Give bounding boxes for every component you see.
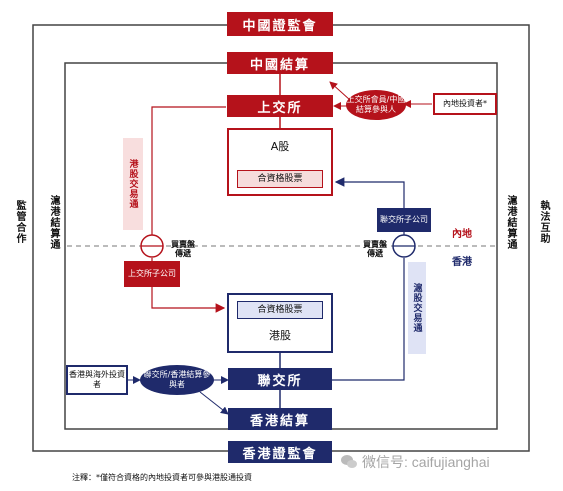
footnote: 注釋：*僅符合資格的內地投資者可參與港股通投資 — [72, 473, 252, 482]
mainland-investor-label: 內地投資者* — [443, 99, 487, 109]
hkex-member-label: 聯交所/香港結算參與者 — [143, 370, 211, 389]
csrc-label: 中國證監會 — [242, 18, 318, 34]
regulatory-cooperation-label: 監管合作 — [14, 200, 25, 244]
mainland-region-label: 內地 — [452, 229, 472, 241]
sse-subsidiary-box: 上交所子公司 — [124, 261, 180, 287]
hkscc-box: 香港結算 — [228, 408, 332, 430]
order-routing-left: 買賣盤傳遞 — [171, 239, 195, 258]
order-routing-right: 買賣盤傳遞 — [363, 239, 387, 258]
hk-investor-box: 香港與海外投資者 — [66, 365, 128, 395]
sse-member-oval: 上交所會員/中國結算參與人 — [346, 90, 406, 120]
watermark: 微信号: caifujianghai — [340, 452, 550, 472]
sfc-box: 香港證監會 — [228, 441, 332, 463]
southbound-label-box: 港股交易通 — [123, 138, 143, 230]
a-share-box: A股 合資格股票 — [227, 128, 333, 196]
sfc-label: 香港證監會 — [242, 446, 318, 462]
a-share-title: A股 — [270, 139, 290, 153]
sse-label: 上交所 — [257, 100, 303, 116]
hk-investor-label: 香港與海外投資者 — [69, 370, 125, 389]
chinaclear-box: 中國結算 — [227, 52, 333, 74]
enforcement-cooperation-label: 執法互助 — [538, 200, 549, 244]
watermark-text: 微信号: caifujianghai — [362, 454, 490, 470]
hongkong-region-label: 香港 — [452, 257, 472, 269]
hkex-label: 聯交所 — [257, 373, 303, 389]
northbound-label: 滬股交易通 — [411, 283, 422, 333]
wechat-icon — [341, 455, 357, 468]
northbound-label-box: 滬股交易通 — [408, 262, 426, 354]
hk-share-title: 港股 — [269, 328, 291, 342]
csrc-box: 中國證監會 — [227, 12, 333, 36]
hkex-member-oval: 聯交所/香港結算參與者 — [140, 365, 214, 395]
hkex-subsidiary-label: 聯交所子公司 — [380, 215, 428, 225]
hkex-box: 聯交所 — [228, 368, 332, 390]
hkscc-label: 香港結算 — [249, 413, 310, 429]
sse-subsidiary-label: 上交所子公司 — [128, 269, 176, 279]
chinaclear-label: 中國結算 — [249, 57, 310, 73]
hk-share-eligible: 合資格股票 — [237, 301, 323, 319]
hkex-subsidiary-box: 聯交所子公司 — [377, 208, 431, 232]
southbound-label: 港股交易通 — [127, 159, 138, 209]
left-clearing-link-label: 滬港結算通 — [48, 195, 59, 250]
sse-box: 上交所 — [227, 95, 333, 117]
hk-share-box: 合資格股票 港股 — [227, 293, 333, 353]
mainland-investor-box: 內地投資者* — [433, 93, 497, 115]
a-share-eligible: 合資格股票 — [237, 170, 323, 188]
sse-member-label: 上交所會員/中國結算參與人 — [346, 95, 406, 114]
right-clearing-link-label: 滬港結算通 — [505, 195, 516, 250]
